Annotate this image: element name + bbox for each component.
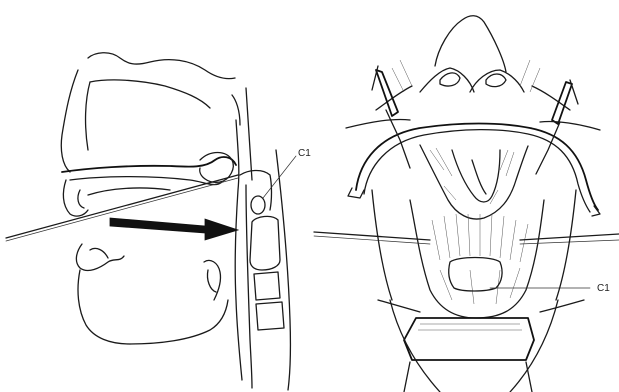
approach-arrow xyxy=(110,218,238,240)
c3-vertebra xyxy=(254,272,280,300)
c1-label-right: C1 xyxy=(597,284,610,294)
tongue-retractor xyxy=(404,318,534,360)
c2-vertebra xyxy=(250,216,280,270)
c1-leader-left xyxy=(263,156,296,198)
c4-vertebra xyxy=(256,302,284,330)
cervical-spine xyxy=(240,150,296,390)
surgical-view xyxy=(314,16,619,392)
sagittal-head-outline xyxy=(61,53,252,380)
c1-anterior-arch xyxy=(449,258,502,292)
c1-vertebra xyxy=(251,196,265,214)
c1-label-left: C1 xyxy=(298,149,311,159)
